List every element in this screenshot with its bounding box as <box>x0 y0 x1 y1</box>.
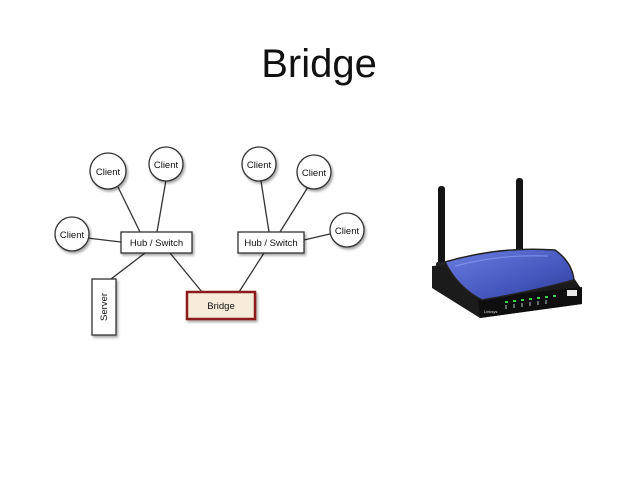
router-leds <box>505 295 556 303</box>
link-bridge-hub2 <box>238 252 265 293</box>
client-node: Client <box>54 216 90 252</box>
router-antenna-right <box>516 178 523 258</box>
link-client1-hub1 <box>117 186 141 233</box>
client-node: Client <box>89 152 127 190</box>
link-hub1-server <box>110 252 146 280</box>
wireless-router-icon: Linksys <box>432 178 582 318</box>
client-node: Client <box>296 154 332 190</box>
client-node: Client <box>148 146 184 182</box>
hub-switch-label: Hub / Switch <box>130 238 183 249</box>
slide-title: Bridge <box>261 42 377 86</box>
client-label: Client <box>247 160 272 171</box>
client-label: Client <box>302 168 327 179</box>
server-node: Server <box>91 278 117 336</box>
router-antenna-left <box>438 186 445 268</box>
bridge-label: Bridge <box>207 301 234 312</box>
link-client5-hub2 <box>279 186 309 233</box>
diagram-links <box>86 179 335 293</box>
client-node: Client <box>241 146 277 182</box>
link-client4-hub2 <box>260 180 270 233</box>
hub-switch-label: Hub / Switch <box>244 238 297 249</box>
client-label: Client <box>96 167 121 178</box>
server-label: Server <box>99 293 110 321</box>
client-node: Client <box>329 212 365 248</box>
hub-switch-node: Hub / Switch <box>120 231 193 254</box>
router-brand-label: Linksys <box>484 309 497 314</box>
client-label: Client <box>335 226 360 237</box>
hub-switch-node: Hub / Switch <box>237 231 305 254</box>
link-client3-hub1 <box>86 237 122 243</box>
client-label: Client <box>60 230 85 241</box>
client-label: Client <box>154 160 179 171</box>
router-top-panel <box>443 248 575 301</box>
link-client6-hub2 <box>303 232 335 241</box>
link-client2-hub1 <box>156 179 167 233</box>
bridge-node: Bridge <box>185 290 257 321</box>
link-hub1-bridge <box>169 252 203 293</box>
